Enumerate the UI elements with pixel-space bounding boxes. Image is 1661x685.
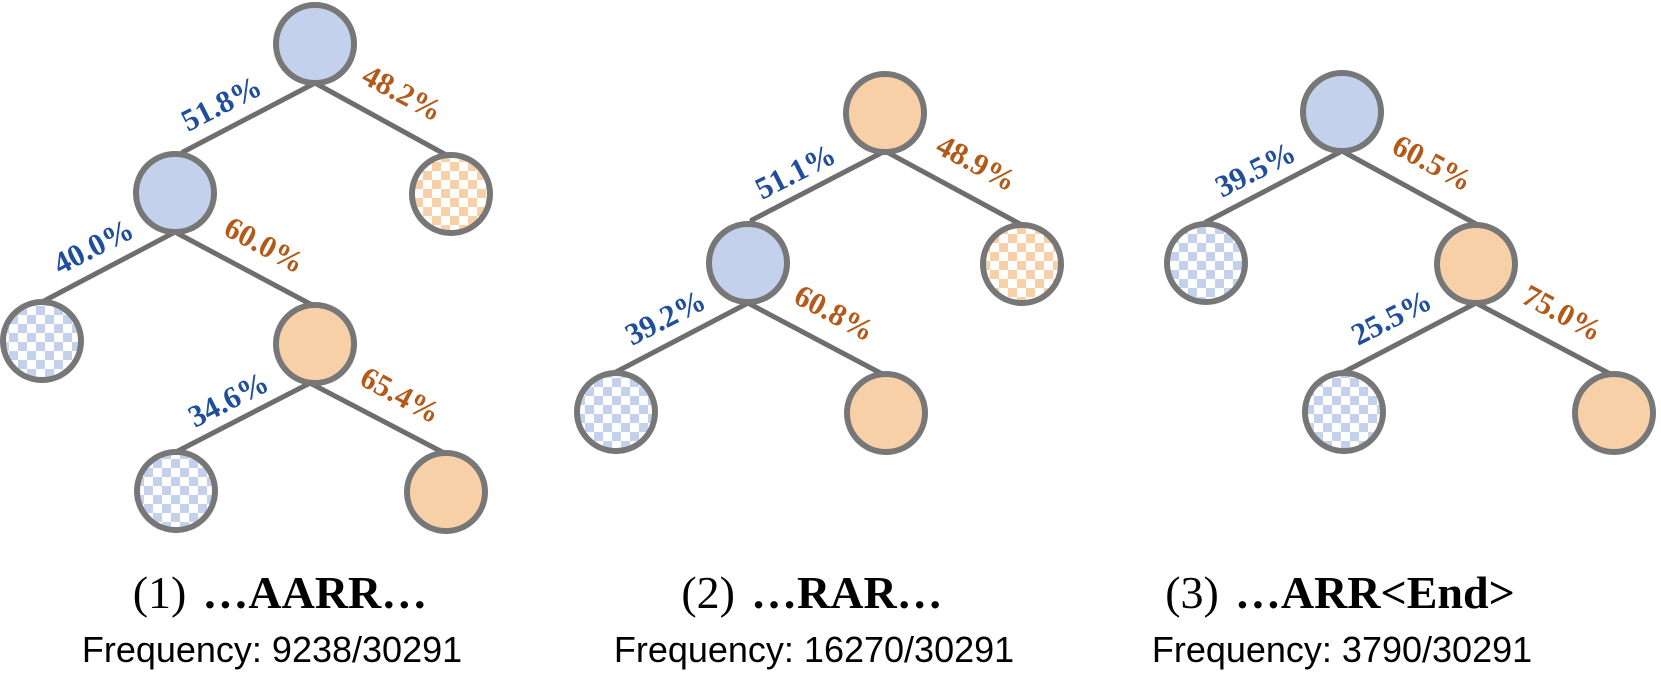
caption-3: (3) …ARR<End> [1165, 567, 1515, 618]
caption-seq-part: … [897, 567, 943, 618]
edge-label: 60.8% [789, 277, 881, 348]
edge [173, 380, 313, 455]
frequency-3: Frequency: 3790/30291 [1152, 629, 1532, 670]
node-rejected [1572, 371, 1656, 455]
edge-label: 60.0% [219, 209, 311, 280]
node-rejected [273, 302, 357, 386]
caption-seq-part: … [381, 567, 427, 618]
caption-number: (1) [133, 567, 187, 618]
frequency-2: Frequency: 16270/30291 [614, 629, 1014, 670]
edge-label: 39.2% [619, 282, 711, 352]
edge [172, 229, 317, 309]
edge [613, 300, 751, 375]
edge [307, 380, 449, 457]
edge [1203, 148, 1345, 225]
caption-seq-part: R [863, 567, 897, 618]
caption-seq-part: … [751, 567, 797, 618]
caption-seq-part: … [1235, 567, 1281, 618]
edge-label: 40.0% [47, 211, 139, 281]
caption-1: (1) …AARR… [133, 567, 428, 618]
node-rejected [404, 450, 488, 534]
caption-seq-part: … [202, 567, 248, 618]
edge [312, 80, 451, 159]
edge-label: 60.5% [1387, 127, 1479, 198]
edge [882, 148, 1023, 227]
node-accepted-checkered [1164, 221, 1248, 305]
node-accepted-checkered [1302, 370, 1386, 454]
caption-2: (2) …RAR… [681, 567, 942, 618]
edge [1339, 148, 1479, 227]
caption-seq-part: A [1281, 567, 1314, 618]
edge [1341, 300, 1479, 375]
tree-2: 51.1% 48.9% 39.2% 60.8% (2) …RAR… Freque… [574, 71, 1064, 670]
node-accepted [273, 2, 357, 86]
edge [1473, 300, 1617, 379]
tree-1: 51.8% 48.2% 40.0% 60.0% 34.6% 65.4% (1) … [0, 2, 493, 670]
caption-number: (3) [1165, 567, 1219, 618]
edge [749, 148, 888, 223]
caption-seq-part: A [830, 567, 863, 618]
edge-label: 25.5% [1345, 282, 1437, 352]
node-rejected-checkered [409, 152, 493, 236]
node-rejected [844, 371, 928, 455]
edge [180, 80, 318, 155]
node-rejected [1434, 222, 1518, 306]
edge-label: 48.2% [357, 57, 449, 128]
edge-label: 48.9% [931, 127, 1023, 198]
caption-number: (2) [681, 567, 735, 618]
tree-3: 39.5% 60.5% 25.5% 75.0% (3) …ARR<End> Fr… [1152, 70, 1656, 670]
caption-seq-part: RR [315, 567, 382, 618]
node-rejected [843, 71, 927, 155]
node-accepted-checkered [574, 370, 658, 454]
edge-label: 75.0% [1517, 277, 1609, 348]
edge [39, 229, 178, 305]
node-rejected-checkered [980, 222, 1064, 306]
edge [745, 300, 889, 379]
node-accepted [706, 221, 790, 305]
frequency-1: Frequency: 9238/30291 [82, 629, 462, 670]
node-accepted [133, 151, 217, 235]
edge-label: 51.8% [175, 68, 267, 138]
caption-seq-part: AA [248, 567, 314, 618]
caption-seq-part: RR [1314, 567, 1381, 618]
caption-seq-part: <End> [1381, 567, 1515, 618]
node-accepted-checkered [134, 449, 218, 533]
edge-label: 65.4% [355, 359, 447, 430]
node-accepted-checkered [0, 299, 84, 383]
node-accepted [1300, 70, 1384, 154]
caption-seq-part: R [797, 567, 831, 618]
